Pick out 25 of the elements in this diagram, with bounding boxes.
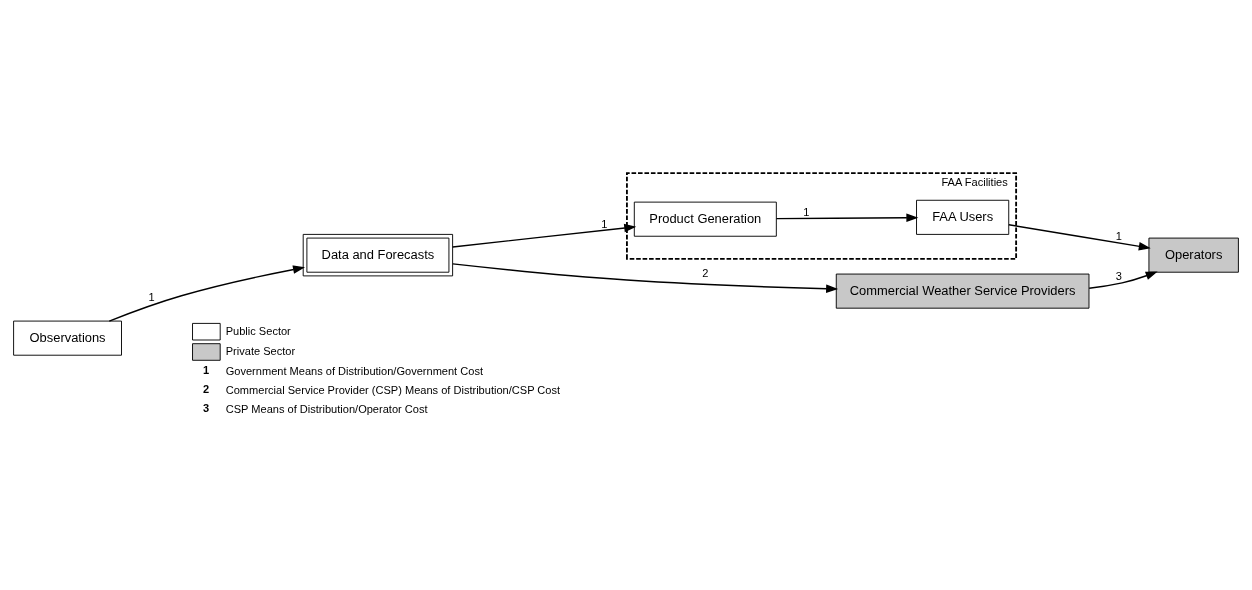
node-box: Operators	[1148, 237, 1239, 273]
edge-label: 1	[148, 290, 155, 303]
arrow	[452, 223, 637, 248]
arrow	[775, 213, 919, 222]
legend-label: Private Sector	[225, 344, 296, 357]
label: 1	[203, 363, 210, 376]
node-box: Observations	[13, 320, 122, 356]
label: Government Means of Distribution/Government Cost	[225, 364, 483, 377]
legend-label: Public Sector	[225, 324, 291, 337]
edge-label: 1	[601, 217, 608, 230]
label: 3	[203, 401, 210, 414]
edge-label: 1	[1115, 229, 1123, 242]
edge-label: 1	[803, 205, 810, 218]
label: 2	[203, 382, 210, 395]
node-box: Product Generation	[633, 201, 777, 237]
arrow	[1008, 223, 1151, 250]
node-box: Commercial Weather Service Providers	[835, 273, 1090, 309]
arrow	[452, 262, 839, 293]
arrow	[1088, 271, 1158, 289]
arrow	[108, 264, 306, 322]
node-box: FAA Users	[916, 199, 1010, 235]
label: Commercial Service Provider (CSP) Means of Distribution/CSP Cost	[225, 383, 561, 396]
edge-label: 3	[1115, 269, 1123, 282]
edge-label: 2	[702, 266, 709, 279]
label: CSP Means of Distribution/Operator Cost	[225, 402, 428, 415]
